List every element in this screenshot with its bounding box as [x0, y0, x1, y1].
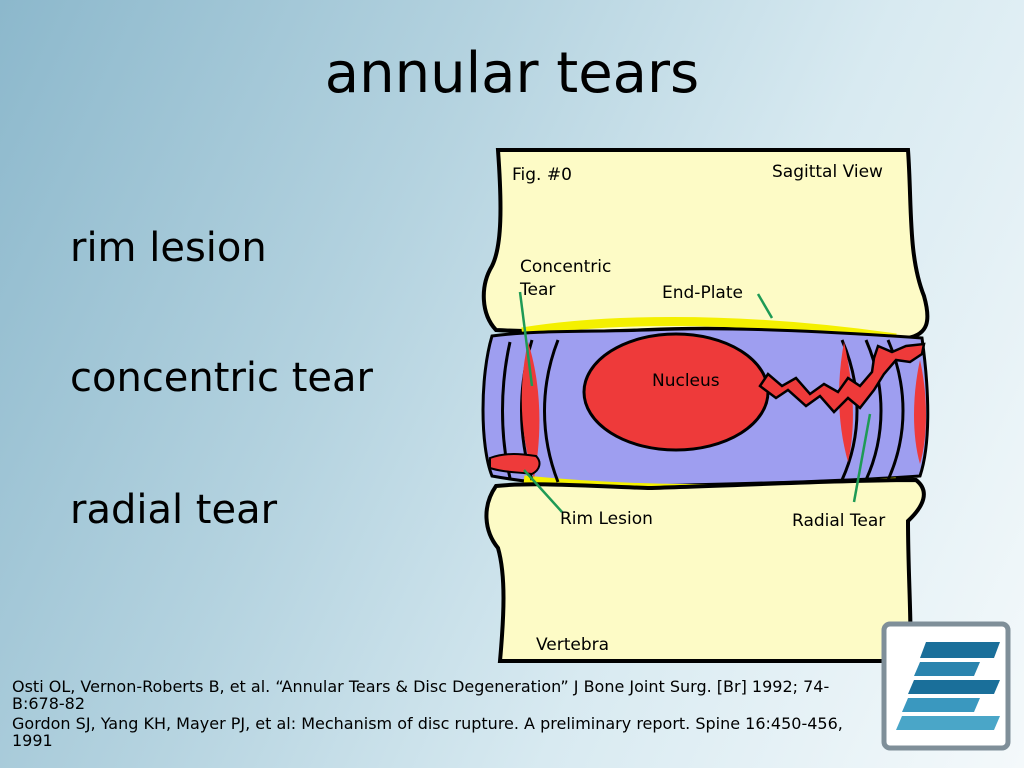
company-logo-icon — [881, 621, 1011, 751]
disc-sagittal-diagram: Fig. #0 Sagittal View Concentric Tear En… — [481, 148, 930, 663]
rim-lesion-mark — [489, 453, 541, 476]
concentric-tear-mark — [521, 342, 540, 478]
outer-tear-mark — [839, 342, 853, 462]
logo-stripes — [896, 642, 1000, 730]
reference-gordon: Gordon SJ, Yang KH, Mayer PJ, et al: Mec… — [12, 714, 843, 750]
fig-label: Fig. #0 — [512, 165, 572, 185]
radial-tear — [758, 342, 926, 414]
nucleus — [582, 332, 770, 452]
label-nucleus: Nucleus — [652, 371, 720, 391]
bullet-rim-lesion: rim lesion — [70, 225, 267, 271]
label-concentric: Concentric — [520, 257, 611, 277]
bullet-concentric-tear: concentric tear — [70, 355, 373, 401]
label-vertebra: Vertebra — [536, 635, 609, 655]
edge-tear-mark — [914, 360, 926, 464]
lower-vertebra — [484, 477, 926, 663]
label-tear: Tear — [519, 280, 555, 300]
upper-end-plate — [521, 317, 897, 343]
slide-title: annular tears — [324, 41, 700, 106]
references: Osti OL, Vernon-Roberts B, et al. “Annul… — [12, 678, 872, 749]
bullet-radial-tear: radial tear — [70, 487, 278, 533]
view-label: Sagittal View — [772, 162, 883, 182]
label-end-plate: End-Plate — [662, 283, 743, 303]
pointer-lines — [518, 291, 872, 513]
label-rim-lesion: Rim Lesion — [560, 509, 653, 529]
reference-osti: Osti OL, Vernon-Roberts B, et al. “Annul… — [12, 677, 830, 713]
label-radial-tear: Radial Tear — [792, 511, 885, 531]
